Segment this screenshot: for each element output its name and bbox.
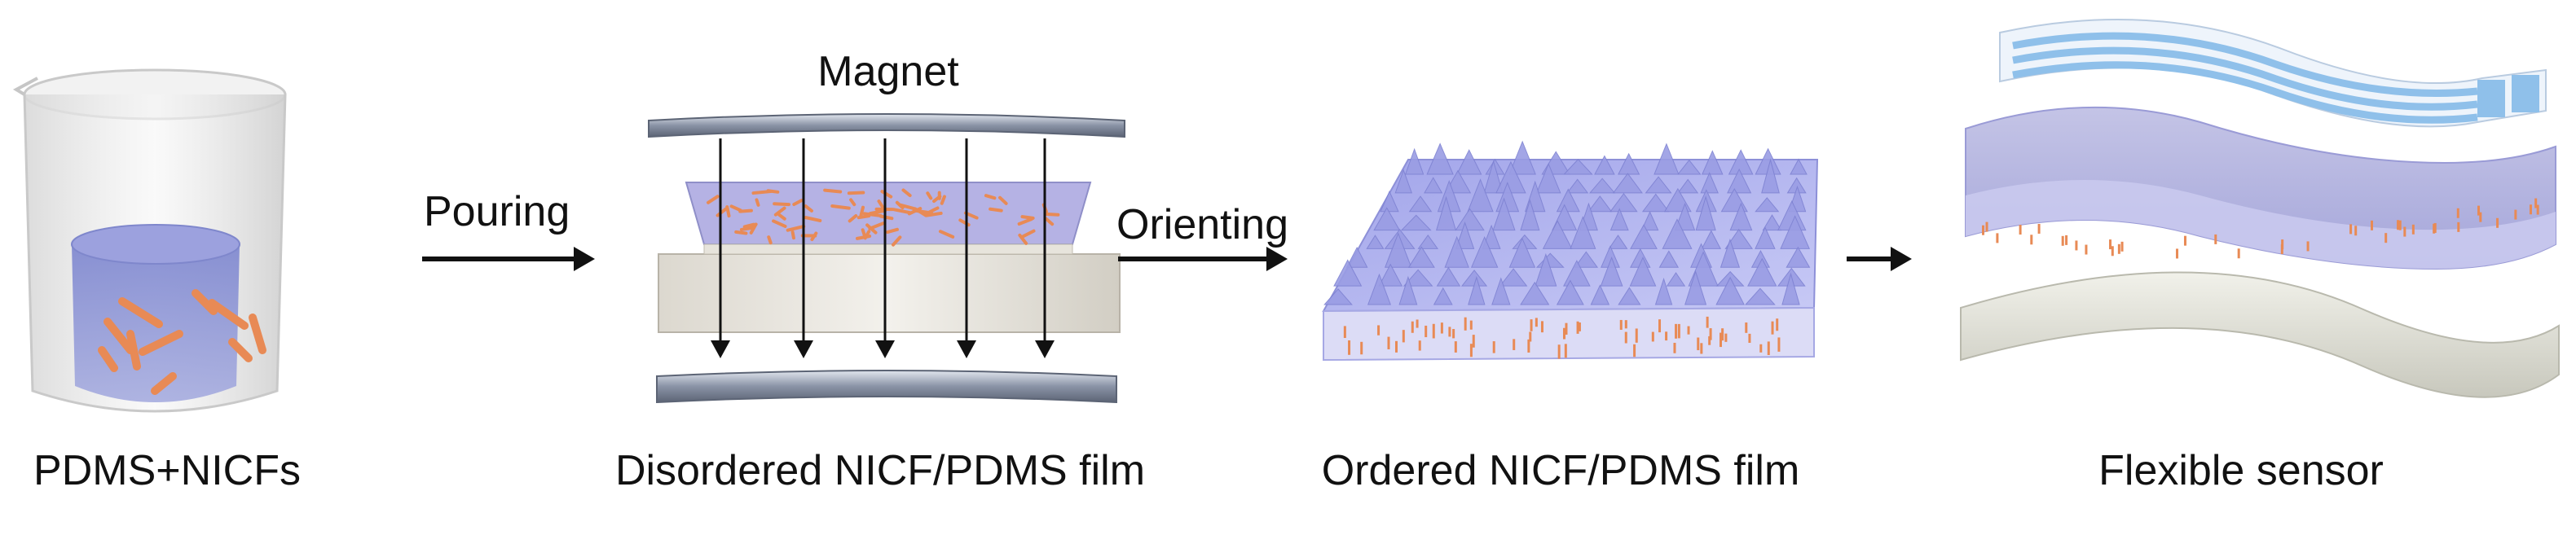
fiber	[990, 209, 1002, 211]
fiber	[832, 206, 849, 208]
sensor-foam-layer	[1966, 107, 2556, 269]
fiber	[881, 217, 892, 219]
magnet-bottom	[657, 371, 1116, 402]
orienting-arrow-head	[1266, 247, 1288, 271]
fiber	[857, 236, 870, 239]
mold-side	[658, 254, 1120, 332]
fiber	[793, 232, 794, 238]
fiber	[849, 193, 863, 194]
pouring-arrow-head	[574, 247, 595, 271]
fiber	[1046, 214, 1059, 215]
step-label-orienting: Orienting	[1116, 200, 1288, 249]
caption-ordered-film: Ordered NICF/PDMS film	[1296, 446, 1825, 495]
sensor-substrate	[1961, 272, 2559, 397]
fiber	[736, 232, 746, 234]
magnet-top	[649, 114, 1125, 137]
fiber	[986, 195, 994, 198]
step-label-pouring: Pouring	[424, 187, 570, 236]
assembly-arrow-head	[1891, 247, 1912, 271]
caption-pdms-nicfs: PDMS+NICFs	[33, 446, 302, 495]
fiber	[861, 208, 863, 216]
magnet-label: Magnet	[807, 47, 970, 96]
fiber	[768, 237, 770, 243]
caption-flexible-sensor: Flexible sensor	[2054, 446, 2428, 495]
fiber	[859, 216, 869, 217]
caption-disordered-film: Disordered NICF/PDMS film	[595, 446, 1165, 495]
fiber	[756, 200, 758, 204]
fiber	[742, 228, 753, 230]
fiber	[745, 225, 754, 227]
mold-film-top	[686, 182, 1090, 244]
fiber	[727, 207, 729, 216]
fiber	[825, 191, 840, 192]
fiber	[768, 191, 778, 192]
mold-box	[658, 182, 1120, 332]
